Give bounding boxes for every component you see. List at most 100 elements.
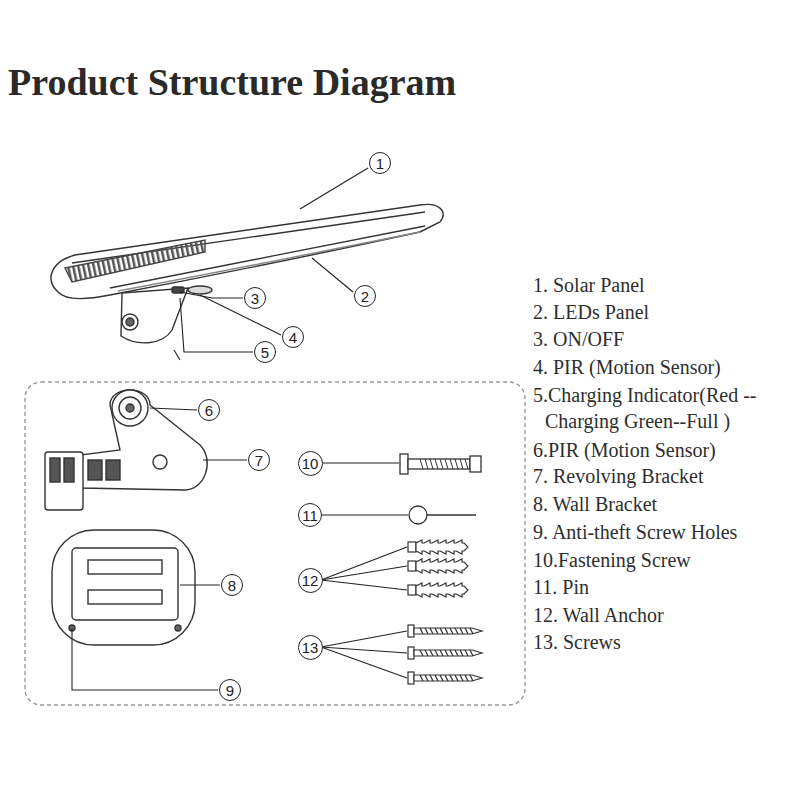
callout-circle: 12 xyxy=(298,568,323,593)
screw-thread xyxy=(425,628,428,634)
part-list-item: 5.Charging Indicator(Red --Charging Gree… xyxy=(533,382,800,434)
screw-thread xyxy=(455,628,458,634)
thread-stroke xyxy=(455,459,458,469)
callout-circle: 5 xyxy=(254,341,276,363)
screw-thread xyxy=(440,650,443,656)
screw-thread xyxy=(470,650,473,656)
thread-stroke xyxy=(420,459,423,469)
callout-number: 7 xyxy=(255,452,263,469)
callout-number: 3 xyxy=(251,290,259,307)
screw-shank xyxy=(414,628,482,634)
parts-enclosure xyxy=(25,382,525,705)
thread-stroke xyxy=(460,459,463,469)
screw-thread xyxy=(420,650,423,656)
callout-number: 1 xyxy=(376,155,384,172)
fastening-screw xyxy=(400,454,481,474)
anchor-body xyxy=(416,583,468,597)
screw-shank xyxy=(414,650,482,656)
callout-circle: 13 xyxy=(298,635,323,660)
callout-circle: 6 xyxy=(198,399,220,421)
callout-circle: 8 xyxy=(221,574,243,596)
callout-number: 12 xyxy=(302,572,319,589)
part-list-item: 3. ON/OFF xyxy=(533,326,624,352)
anchor-body xyxy=(416,559,468,573)
part-list-item: 13. Screws xyxy=(533,629,621,655)
callout-circle: 3 xyxy=(244,287,266,309)
callout-number: 6 xyxy=(205,402,213,419)
part-list-item: 12. Wall Anchor xyxy=(533,602,664,628)
screw-thread xyxy=(455,650,458,656)
screw-thread xyxy=(450,628,453,634)
part-list-item: 8. Wall Bracket xyxy=(533,491,657,517)
callout-number: 9 xyxy=(226,682,234,699)
screw-thread xyxy=(440,628,443,634)
screw-thread xyxy=(465,628,468,634)
thread-stroke xyxy=(430,459,433,469)
part-list-item: 9. Anti-theft Screw Holes xyxy=(533,519,737,545)
screw-thread xyxy=(460,675,463,681)
callout-circle: 7 xyxy=(248,449,270,471)
part-list-item: 4. PIR (Motion Sensor) xyxy=(533,354,721,380)
screw-thread xyxy=(450,650,453,656)
callout-number: 13 xyxy=(302,639,319,656)
part-list-item: 11. Pin xyxy=(533,574,589,600)
screw-thread xyxy=(460,628,463,634)
screw-thread xyxy=(465,650,468,656)
screw-thread xyxy=(445,628,448,634)
callout-circle: 2 xyxy=(354,285,376,307)
screw-thread xyxy=(435,675,438,681)
thread-stroke xyxy=(435,459,438,469)
screw-thread xyxy=(455,675,458,681)
screw-thread xyxy=(470,675,473,681)
callout-circle: 10 xyxy=(298,451,323,476)
screw-thread xyxy=(465,675,468,681)
callout-number: 8 xyxy=(228,577,236,594)
pin xyxy=(409,506,476,524)
callout-circle: 1 xyxy=(369,152,391,174)
anchor-collar xyxy=(408,561,416,571)
screw-thread xyxy=(430,650,433,656)
thread-stroke xyxy=(450,459,453,469)
screw-threads xyxy=(420,459,468,469)
callout-number: 4 xyxy=(289,329,297,346)
screw-thread xyxy=(470,628,473,634)
wall-bracket xyxy=(52,530,195,645)
part-list-item: 6.PIR (Motion Sensor) xyxy=(533,437,716,463)
screw-head xyxy=(408,647,414,659)
part-list-item: 7. Revolving Bracket xyxy=(533,463,704,489)
screw-thread xyxy=(435,650,438,656)
part-list-item: 2. LEDs Panel xyxy=(533,299,649,325)
part-list-item: 1. Solar Panel xyxy=(533,272,645,298)
anchor-collar xyxy=(408,585,416,595)
callout-circle: 4 xyxy=(282,326,304,348)
screw-shank xyxy=(414,675,482,681)
screw-thread xyxy=(425,675,428,681)
callout-number: 2 xyxy=(361,288,369,305)
callout-circle: 11 xyxy=(298,503,322,527)
screw-thread xyxy=(450,675,453,681)
screws xyxy=(408,625,482,684)
part-list-item: 10.Fastening Screw xyxy=(533,547,691,573)
screw-thread xyxy=(435,628,438,634)
screw-thread xyxy=(420,675,423,681)
screw-thread xyxy=(420,628,423,634)
screw-head xyxy=(408,672,414,684)
callout-circle: 9 xyxy=(219,679,241,701)
thread-stroke xyxy=(445,459,448,469)
callout-number: 5 xyxy=(261,344,269,361)
callout-number: 10 xyxy=(302,455,319,472)
callout-number: 11 xyxy=(302,507,318,524)
screw-thread xyxy=(430,675,433,681)
anchor-body xyxy=(416,540,468,554)
screw-thread xyxy=(440,675,443,681)
anchor-collar xyxy=(408,542,416,552)
screw-thread xyxy=(460,650,463,656)
diagram-title: Product Structure Diagram xyxy=(8,60,456,104)
thread-stroke xyxy=(465,459,468,469)
leader-lines xyxy=(72,168,408,690)
thread-stroke xyxy=(440,459,443,469)
revolving-bracket xyxy=(45,390,207,510)
wall-anchors xyxy=(408,540,468,597)
screw-thread xyxy=(425,650,428,656)
